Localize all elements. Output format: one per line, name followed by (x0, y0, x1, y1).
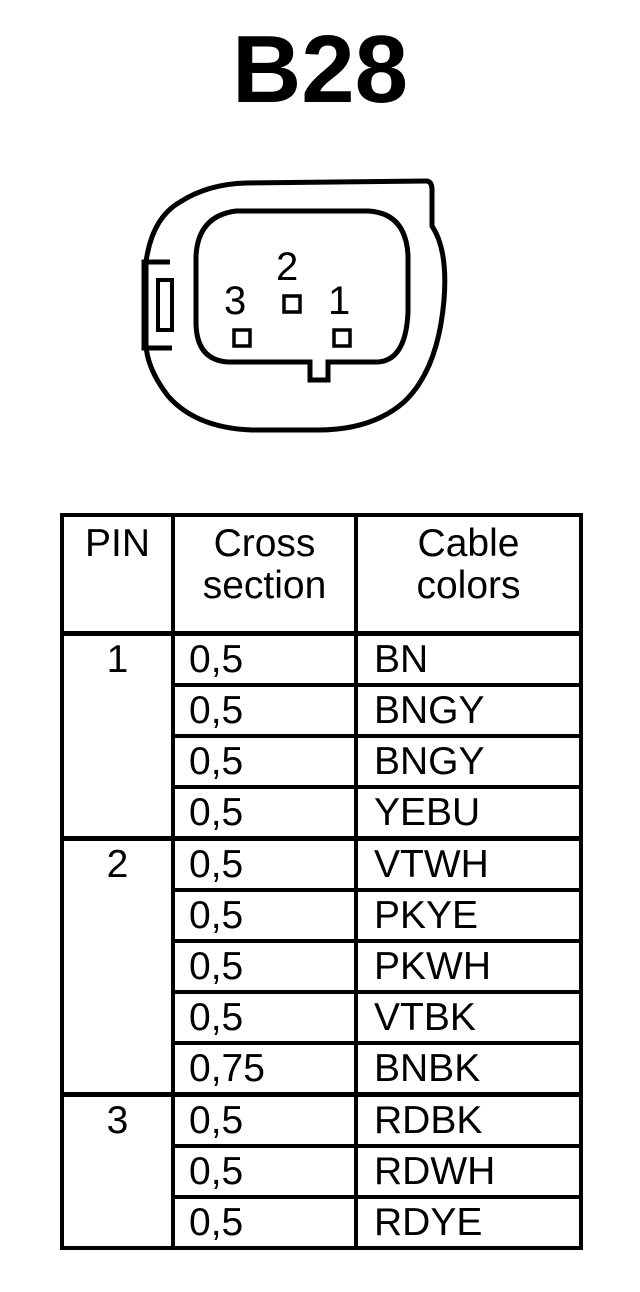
pin-2-contact (282, 294, 302, 314)
cable-color-cell: BN (354, 631, 583, 687)
table-row: 0,5 YEBU (62, 785, 583, 841)
connector-latch-slot (156, 278, 174, 332)
cable-color-cell: BNBK (354, 1041, 583, 1097)
cross-section-cell: 0,5 (171, 1195, 358, 1250)
cross-section-cell: 0,5 (171, 1092, 358, 1148)
cable-color-cell: RDWH (354, 1144, 583, 1199)
cross-section-cell: 0,5 (171, 1144, 358, 1199)
cable-color-cell: RDBK (354, 1092, 583, 1148)
pin-number-cell: 3 (60, 1092, 175, 1250)
header-pin: PIN (60, 513, 175, 636)
pin-number-cell: 1 (60, 631, 175, 841)
cable-color-cell: PKYE (354, 888, 583, 943)
table-row: 0,5 BNGY (62, 734, 583, 789)
connector-housing-outline (143, 178, 448, 433)
cable-color-cell: BNGY (354, 683, 583, 738)
cross-section-cell: 0,5 (171, 990, 358, 1045)
cable-color-cell: PKWH (354, 939, 583, 994)
cable-color-cell: BNGY (354, 734, 583, 789)
pin-1-contact (332, 328, 352, 348)
table-row: 0,5 RDYE (62, 1195, 583, 1250)
cross-section-cell: 0,5 (171, 631, 358, 687)
table-row: 0,5 PKYE (62, 888, 583, 943)
cross-section-cell: 0,5 (171, 888, 358, 943)
pin-number-cell: 2 (60, 836, 175, 1097)
pin-2-label: 2 (276, 245, 298, 289)
pin-1-label: 1 (328, 279, 350, 323)
table-row: 2 0,5 VTWH (60, 836, 583, 1097)
table-row: 0,75 BNBK (62, 1041, 583, 1097)
table-row: 0,5 PKWH (62, 939, 583, 994)
cross-section-cell: 0,5 (171, 734, 358, 789)
cross-section-cell: 0,5 (171, 683, 358, 738)
pin-3-contact (232, 328, 252, 348)
connector-face-diagram: 2 3 1 (141, 178, 448, 433)
table-row: 3 0,5 RDBK (60, 1092, 583, 1250)
cross-section-cell: 0,5 (171, 785, 358, 841)
cross-section-cell: 0,5 (171, 836, 358, 892)
connector-latch (141, 259, 172, 351)
connector-cavity-outline (193, 208, 411, 383)
table-row: 0,5 BNGY (62, 683, 583, 738)
cable-color-cell: YEBU (354, 785, 583, 841)
pin-3-label: 3 (224, 279, 246, 323)
cross-section-cell: 0,75 (171, 1041, 358, 1097)
cable-color-cell: VTWH (354, 836, 583, 892)
table-row: 0,5 RDWH (62, 1144, 583, 1199)
cable-color-cell: VTBK (354, 990, 583, 1045)
cross-section-cell: 0,5 (171, 939, 358, 994)
table-row: 1 0,5 BN (60, 631, 583, 841)
connector-title: B28 (231, 16, 409, 123)
cable-color-cell: RDYE (354, 1195, 583, 1250)
table-row: 0,5 VTBK (62, 990, 583, 1045)
